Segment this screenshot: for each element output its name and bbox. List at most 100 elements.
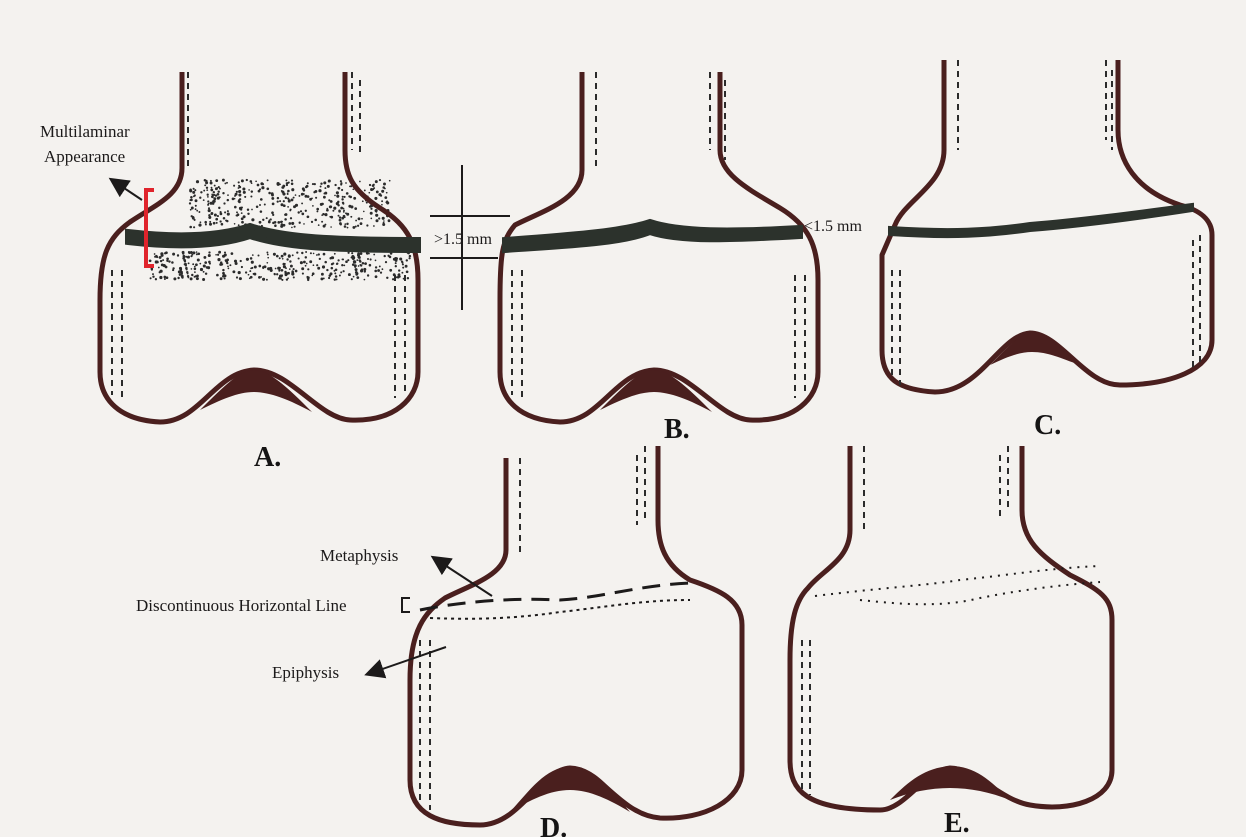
stipple-dot <box>227 210 229 212</box>
stipple-dot <box>388 219 391 222</box>
stipple-dot <box>383 222 385 224</box>
stipple-dot <box>259 221 262 224</box>
stipple-dot <box>283 204 286 207</box>
stipple-dot <box>274 273 276 275</box>
stipple-dot <box>356 276 359 279</box>
stipple-dot <box>339 222 342 225</box>
stipple-dot <box>323 181 326 184</box>
stipple-dot <box>242 187 245 190</box>
stipple-dot <box>186 256 188 258</box>
stipple-dot <box>199 263 201 265</box>
stipple-dot <box>352 226 355 229</box>
stipple-dot <box>374 270 377 273</box>
multilaminar-label-line2: Appearance <box>44 147 125 166</box>
stipple-dot <box>277 182 280 185</box>
faint-line-dotted-2 <box>860 582 1100 604</box>
stipple-dot <box>370 212 373 215</box>
stipple-dot <box>234 260 237 263</box>
stipple-dot <box>320 203 323 206</box>
panel-a: Multilaminar Appearance A. <box>40 72 418 473</box>
stipple-dot <box>197 258 200 261</box>
stipple-dot <box>277 221 280 224</box>
stipple-dot <box>285 273 288 276</box>
stipple-dot <box>229 264 231 266</box>
stipple-dot <box>205 224 207 226</box>
stipple-dot <box>252 254 254 256</box>
stipple-dot <box>358 265 360 267</box>
stipple-dot <box>298 195 300 197</box>
stipple-dot <box>209 221 211 223</box>
stipple-dot <box>194 219 196 221</box>
stipple-dot <box>333 207 336 210</box>
stipple-dot <box>386 192 388 194</box>
stipple-dot <box>260 276 262 278</box>
stipple-dot <box>312 183 314 185</box>
stipple-dot <box>305 256 307 258</box>
stipple-dot <box>370 218 372 220</box>
stipple-dot <box>287 190 290 193</box>
stipple-dot <box>160 260 162 262</box>
stipple-dot <box>364 279 366 281</box>
stipple-dot <box>241 221 244 224</box>
stipple-dot <box>342 196 344 198</box>
stipple-dot <box>291 180 293 182</box>
stipple-dot <box>354 207 357 210</box>
stipple-dot <box>402 267 404 269</box>
epiphysis-label: Epiphysis <box>272 663 339 682</box>
stipple-dot <box>358 259 360 261</box>
stipple-dot <box>279 269 281 271</box>
stipple-dot <box>331 263 333 265</box>
stipple-dot <box>286 278 288 280</box>
stipple-dot <box>196 210 198 212</box>
stipple-dot <box>387 255 389 257</box>
stipple-dot <box>274 221 277 224</box>
stipple-dot <box>293 197 295 199</box>
stipple-dot <box>291 227 293 229</box>
panel-c: C. <box>882 60 1212 441</box>
stipple-dot <box>196 180 199 183</box>
stipple-dot <box>224 256 226 258</box>
stipple-dot <box>203 199 205 201</box>
stipple-dot <box>228 268 230 270</box>
stipple-dot <box>271 194 274 197</box>
stipple-dot <box>221 223 224 226</box>
stipple-dot <box>239 186 241 188</box>
stipple-dot <box>329 274 332 277</box>
stipple-dot <box>172 253 175 256</box>
stipple-dot <box>349 196 352 199</box>
stipple-dot <box>344 216 346 218</box>
stipple-dot <box>303 261 306 264</box>
stipple-dot <box>287 198 289 200</box>
stipple-dot <box>177 254 179 256</box>
stipple-dot <box>399 257 402 260</box>
stipple-dot <box>213 197 216 200</box>
stipple-dot <box>234 195 236 197</box>
stipple-dot <box>285 179 287 181</box>
stipple-dot <box>289 260 291 262</box>
stipple-dot <box>171 261 174 264</box>
stipple-dot <box>385 261 387 263</box>
stipple-dot <box>222 192 224 194</box>
stipple-dot <box>398 269 400 271</box>
stipple-dot <box>193 226 195 228</box>
stipple-dot <box>293 205 296 208</box>
stipple-dot <box>342 259 344 261</box>
stipple-dot <box>288 222 291 225</box>
stipple-dot <box>360 222 363 225</box>
stipple-dot <box>260 198 263 201</box>
stipple-dot <box>344 223 346 225</box>
panel-e: E. <box>790 446 1112 837</box>
stipple-dot <box>282 186 285 189</box>
stipple-dot <box>336 278 338 280</box>
stipple-dot <box>271 197 274 200</box>
stipple-dot <box>234 198 236 200</box>
stipple-dot <box>247 213 249 215</box>
arrow-icon <box>112 180 142 200</box>
stipple-dot <box>320 277 323 280</box>
arrow-icon <box>368 647 446 674</box>
stipple-dot <box>260 210 263 213</box>
stipple-dot <box>334 195 336 197</box>
stipple-dot <box>159 271 161 273</box>
stipple-dot <box>266 217 268 219</box>
stipple-dot <box>172 267 174 269</box>
